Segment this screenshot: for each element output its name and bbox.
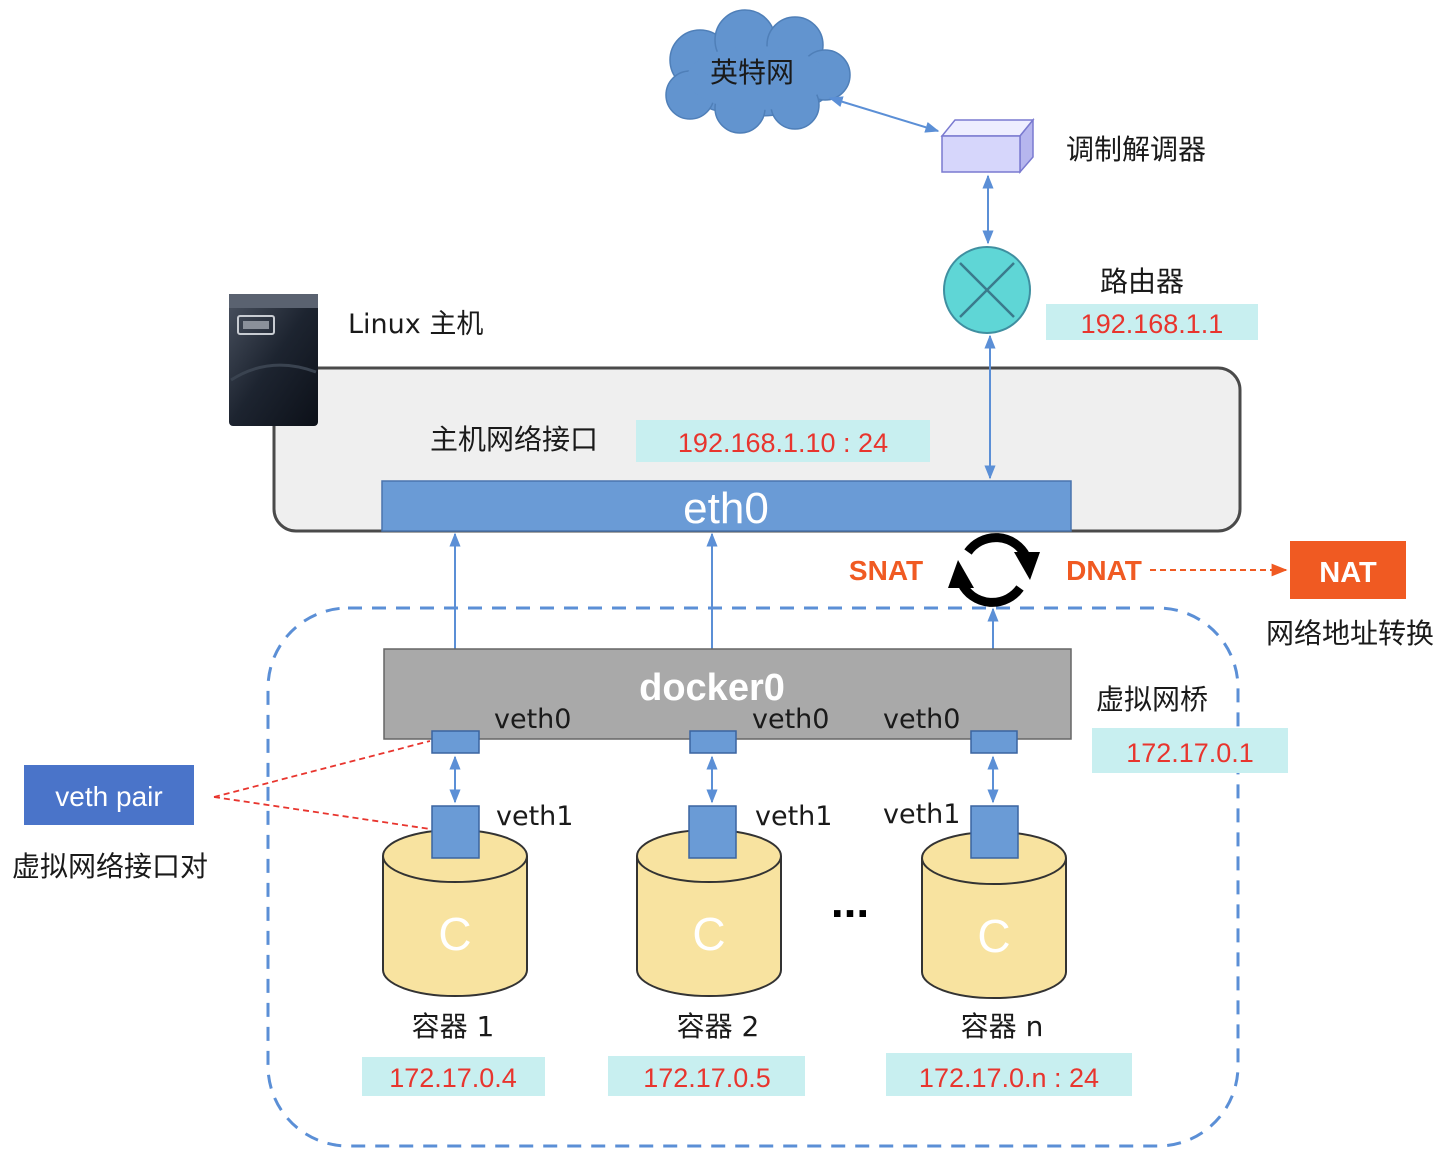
veth1-port-2 [688, 805, 737, 859]
veth-pair-label: veth pair [55, 781, 162, 812]
veth-pair-pointer-top [213, 740, 431, 798]
veth0-port-1 [431, 730, 480, 754]
router-icon [943, 246, 1031, 334]
container-n [921, 831, 1067, 999]
bridge-ip: 172.17.0.1 [1126, 738, 1254, 768]
container-2 [636, 829, 782, 997]
container-2-ip-bg [608, 1056, 805, 1096]
veth1-port-1 [431, 805, 480, 859]
veth0-label-1: veth0 [494, 704, 571, 735]
cloud-icon [665, 9, 851, 134]
veth0-port-2 [689, 730, 737, 754]
container-n-symbol: C [977, 910, 1010, 962]
cycle-arrow-head-left [948, 560, 974, 588]
veth1-label-2: veth1 [755, 801, 832, 832]
bridge-ip-bg [1092, 728, 1288, 773]
container-2-name: 容器 2 [677, 1010, 760, 1043]
veth-pair-caption: 虚拟网络接口对 [12, 850, 208, 883]
container-1-symbol: C [438, 908, 471, 960]
veth0-label-n: veth0 [883, 704, 960, 735]
modem-label: 调制解调器 [1066, 133, 1206, 166]
container-1-ip: 172.17.0.4 [389, 1063, 517, 1093]
cycle-arrow-head-right [1014, 552, 1040, 580]
host-interface-ip: 192.168.1.10 : 24 [678, 428, 888, 458]
veth1-label-n: veth1 [883, 799, 960, 830]
container-1-name: 容器 1 [412, 1010, 495, 1043]
container-n-ip: 172.17.0.n : 24 [919, 1063, 1099, 1093]
internet-label: 英特网 [710, 56, 794, 89]
veth0-label-2: veth0 [752, 704, 829, 735]
nat-box [1290, 541, 1406, 599]
router-ip-bg [1046, 304, 1258, 340]
refresh-cycle-icon [958, 533, 1030, 607]
nat-box-label: NAT [1319, 557, 1377, 589]
bridge-caption: 虚拟网桥 [1096, 683, 1208, 716]
cloud-modem-link [828, 96, 940, 133]
veth1-label-1: veth1 [496, 801, 573, 832]
modem-icon [940, 117, 1035, 175]
veth-pair-pointer-bottom [213, 796, 431, 830]
server-icon [229, 294, 318, 426]
container-2-symbol: C [692, 908, 725, 960]
container-2-ip: 172.17.0.5 [643, 1063, 771, 1093]
linux-host-label: Linux 主机 [348, 309, 483, 340]
router-label: 路由器 [1100, 265, 1184, 298]
dnat-label: DNAT [1066, 555, 1142, 586]
host-interface-label: 主机网络接口 [430, 423, 598, 456]
container-n-name: 容器 n [961, 1010, 1044, 1043]
docker0-label: docker0 [639, 667, 785, 709]
veth-pair-box [24, 765, 194, 825]
router-ip: 192.168.1.1 [1081, 309, 1224, 339]
container-1-ip-bg [362, 1057, 545, 1096]
eth0-label: eth0 [683, 484, 769, 533]
docker0-bridge [383, 648, 1072, 740]
veth0-port-n [970, 730, 1018, 754]
eth0-interface [381, 480, 1072, 532]
host-interface-ip-bg [636, 420, 930, 462]
ellipsis: ... [831, 875, 869, 927]
veth1-port-n [970, 805, 1019, 859]
container-n-ip-bg [886, 1053, 1132, 1096]
snat-label: SNAT [849, 555, 923, 586]
nat-caption: 网络地址转换 [1266, 617, 1434, 650]
